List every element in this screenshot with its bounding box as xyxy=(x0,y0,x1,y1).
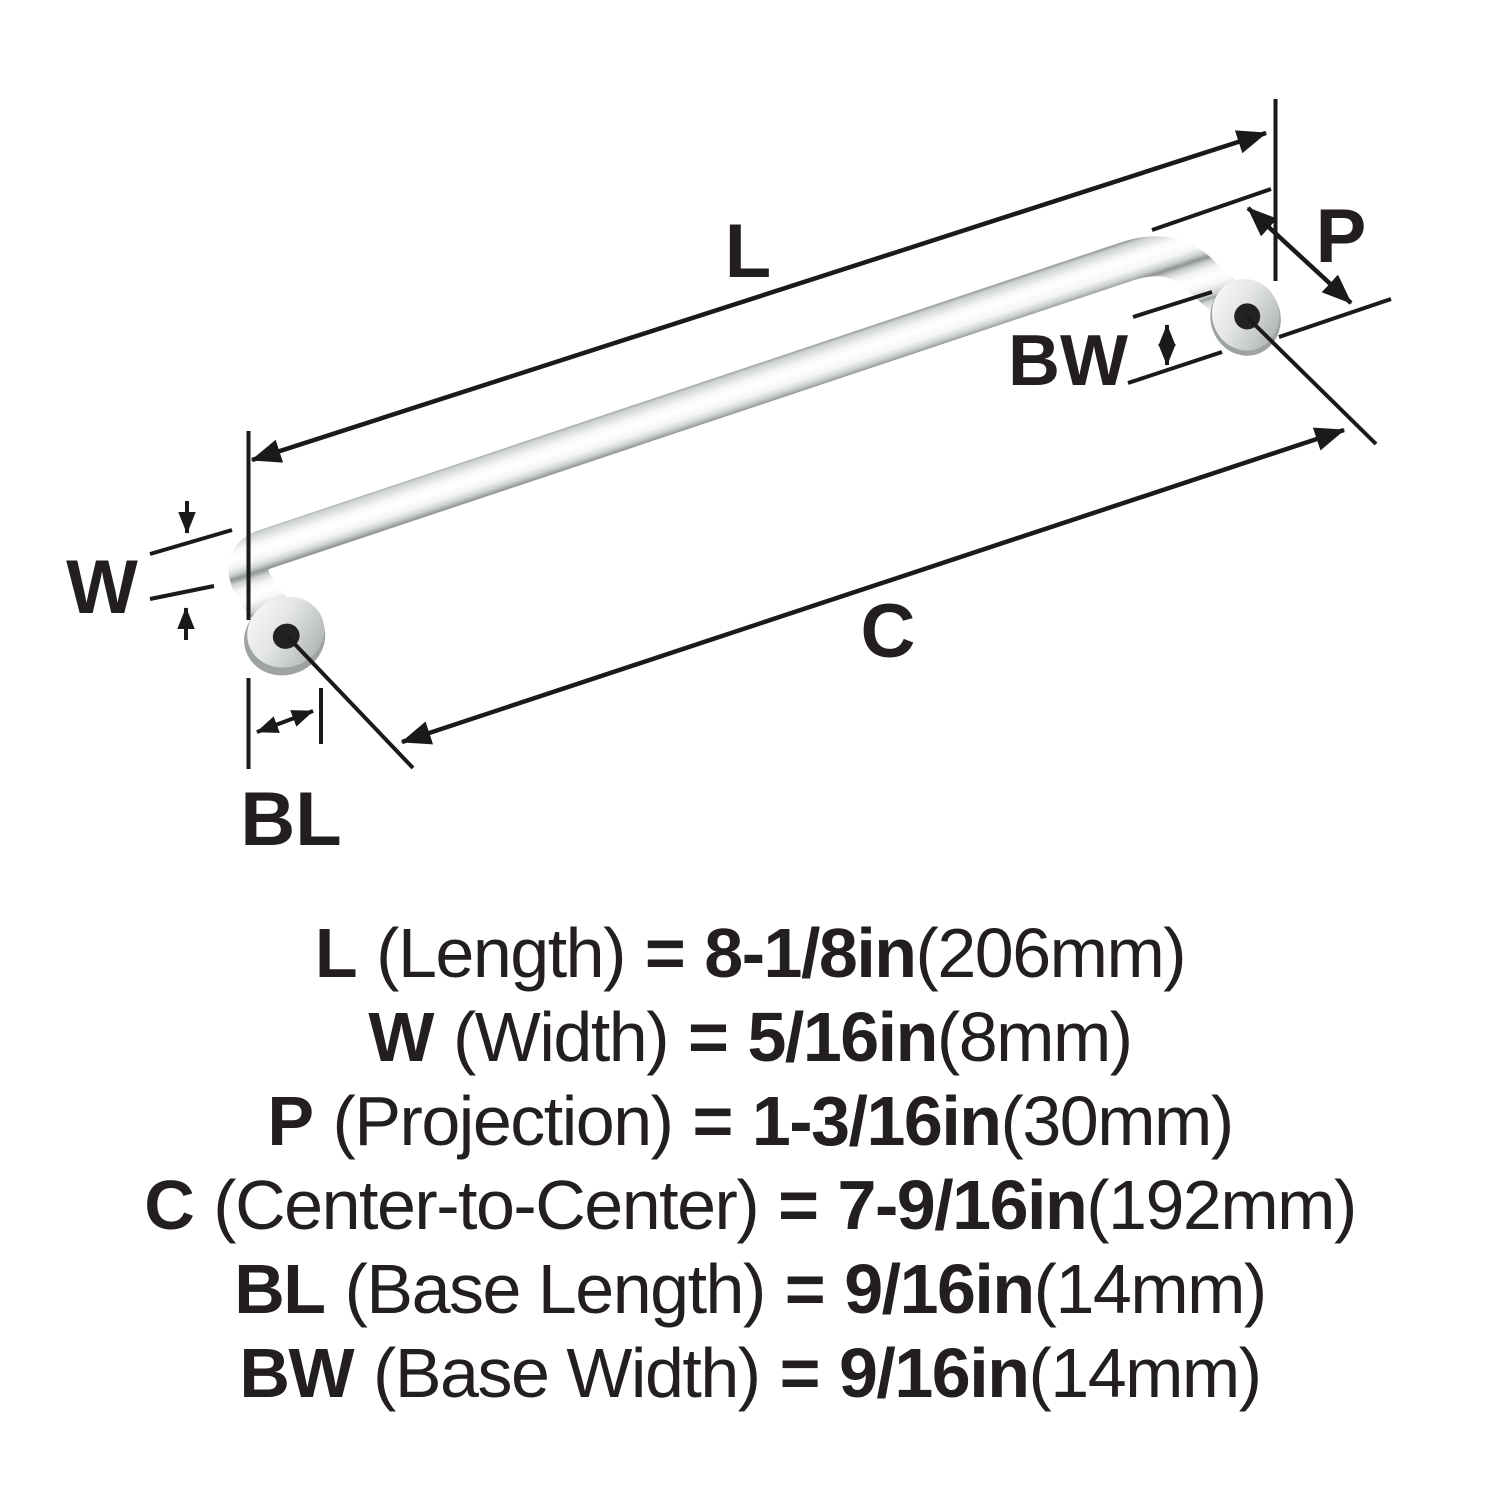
label-width: W xyxy=(66,545,138,630)
spec-row-projection: P (Projection) = 1-3/16in (30mm) xyxy=(267,1079,1235,1163)
base-width-lower-tick xyxy=(1127,350,1223,385)
spec-value-metric: (30mm) xyxy=(1000,1082,1235,1160)
handle-tube xyxy=(228,236,1266,653)
spec-value-metric: (206mm) xyxy=(915,914,1187,992)
spec-row-length: L (Length) = 8-1/8in (206mm) xyxy=(314,911,1187,995)
width-lower-tick xyxy=(149,584,215,601)
spec-value-inch: 9/16in xyxy=(844,1250,1035,1328)
spec-symbol: P xyxy=(267,1082,314,1160)
label-projection: P xyxy=(1316,194,1367,279)
spec-equals: = xyxy=(692,1082,733,1160)
spec-equals: = xyxy=(688,998,729,1076)
label-base-width: BW xyxy=(1008,321,1128,401)
spec-equals: = xyxy=(779,1334,821,1412)
right-hole-extension-line xyxy=(1245,315,1378,446)
spec-descriptor: (Length) xyxy=(376,914,626,992)
spec-symbol: L xyxy=(314,914,358,992)
label-length: L xyxy=(725,209,771,294)
spec-value-inch: 9/16in xyxy=(839,1334,1030,1412)
dim-line-center-to-center xyxy=(400,427,1346,745)
base-width-upper-tick xyxy=(1132,290,1213,319)
spec-symbol: W xyxy=(368,998,434,1076)
left-hole-extension-line xyxy=(286,635,415,770)
spec-value-inch: 7-9/16in xyxy=(837,1166,1088,1244)
dim-line-length xyxy=(250,130,1268,463)
dimension-spec-list: L (Length) = 8-1/8in (206mm) W (Width) =… xyxy=(0,911,1500,1415)
spec-row-base-width: BW (Base Width) = 9/16in (14mm) xyxy=(239,1331,1262,1415)
spec-value-inch: 8-1/8in xyxy=(704,914,917,992)
spec-symbol: BW xyxy=(239,1334,354,1412)
spec-row-base-length: BL (Base Length) = 9/16in (14mm) xyxy=(234,1247,1268,1331)
top-plane-extension-line xyxy=(1151,187,1272,232)
spec-equals: = xyxy=(644,914,686,992)
spec-equals: = xyxy=(778,1166,819,1244)
label-center-to-center: C xyxy=(861,589,916,674)
dim-arrow-base-length xyxy=(256,709,314,734)
dim-line-projection xyxy=(1246,206,1353,305)
spec-value-metric: (14mm) xyxy=(1028,1334,1262,1412)
spec-descriptor: (Base Length) xyxy=(344,1250,767,1328)
spec-value-inch: 1-3/16in xyxy=(751,1082,1002,1160)
spec-descriptor: (Base Width) xyxy=(373,1334,761,1412)
base-plane-line xyxy=(1278,297,1392,339)
spec-value-metric: (8mm) xyxy=(936,998,1133,1076)
spec-symbol: BL xyxy=(234,1250,326,1328)
spec-row-center-to-center: C (Center-to-Center) = 7-9/16in (192mm) xyxy=(144,1163,1357,1247)
spec-symbol: C xyxy=(144,1166,195,1244)
label-base-length: BL xyxy=(240,777,341,862)
width-upper-tick xyxy=(149,528,233,556)
spec-value-metric: (192mm) xyxy=(1086,1166,1357,1244)
spec-equals: = xyxy=(784,1250,826,1328)
spec-value-metric: (14mm) xyxy=(1033,1250,1268,1328)
spec-descriptor: (Center-to-Center) xyxy=(213,1166,759,1244)
spec-value-inch: 5/16in xyxy=(747,998,938,1076)
spec-descriptor: (Projection) xyxy=(332,1082,674,1160)
spec-descriptor: (Width) xyxy=(452,998,670,1076)
spec-row-width: W (Width) = 5/16in (8mm) xyxy=(368,995,1133,1079)
